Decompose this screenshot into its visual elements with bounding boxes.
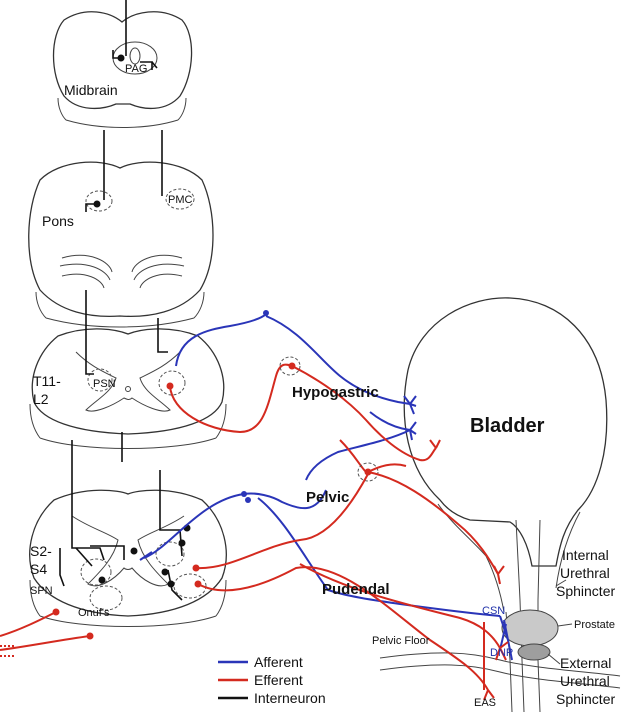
pudendal-label: Pudendal [322,581,390,598]
eas-label: EAS [474,697,496,709]
external-label-3: Sphincter [556,691,615,707]
midbrain-label: Midbrain [64,82,118,98]
t11-l2-section: T11- L2 PSN [30,329,226,449]
pelvic-floor-label: Pelvic Floor [372,635,430,647]
onufs-label: Onuf's [78,607,110,619]
external-label-2: Urethral [560,673,610,689]
psn-label: PSN [93,378,116,390]
t11-label-2: L2 [33,391,49,407]
hypogastric-label: Hypogastric [292,384,379,401]
internal-label-1: Internal [562,547,609,563]
legend: Afferent Efferent Interneuron [218,654,326,706]
legend-afferent-label: Afferent [254,654,303,670]
pmc-label: PMC [168,194,193,206]
csn-label: CSN [482,605,505,617]
internal-label-3: Sphincter [556,583,615,599]
sphincter-labels: Internal Urethral Sphincter Prostate Ext… [372,547,615,709]
legend-interneuron-label: Interneuron [254,690,326,706]
pons-section: PMC Pons [29,162,213,327]
dnp-label: DNP [490,647,513,659]
s2-label-2: S4 [30,561,47,577]
pelvic-label: Pelvic [306,489,349,506]
t11-label-1: T11- [33,373,61,389]
midbrain-section: PAG Midbrain [54,12,192,128]
bladder-label: Bladder [470,415,545,437]
prostate-label: Prostate [574,619,615,631]
pag-label: PAG [125,63,147,75]
spn-label: SPN [30,585,53,597]
s2-label-1: S2- [30,543,52,559]
external-label-1: External [560,655,611,671]
pons-label: Pons [42,213,74,229]
internal-label-2: Urethral [560,565,610,581]
legend-efferent-label: Efferent [254,672,303,688]
